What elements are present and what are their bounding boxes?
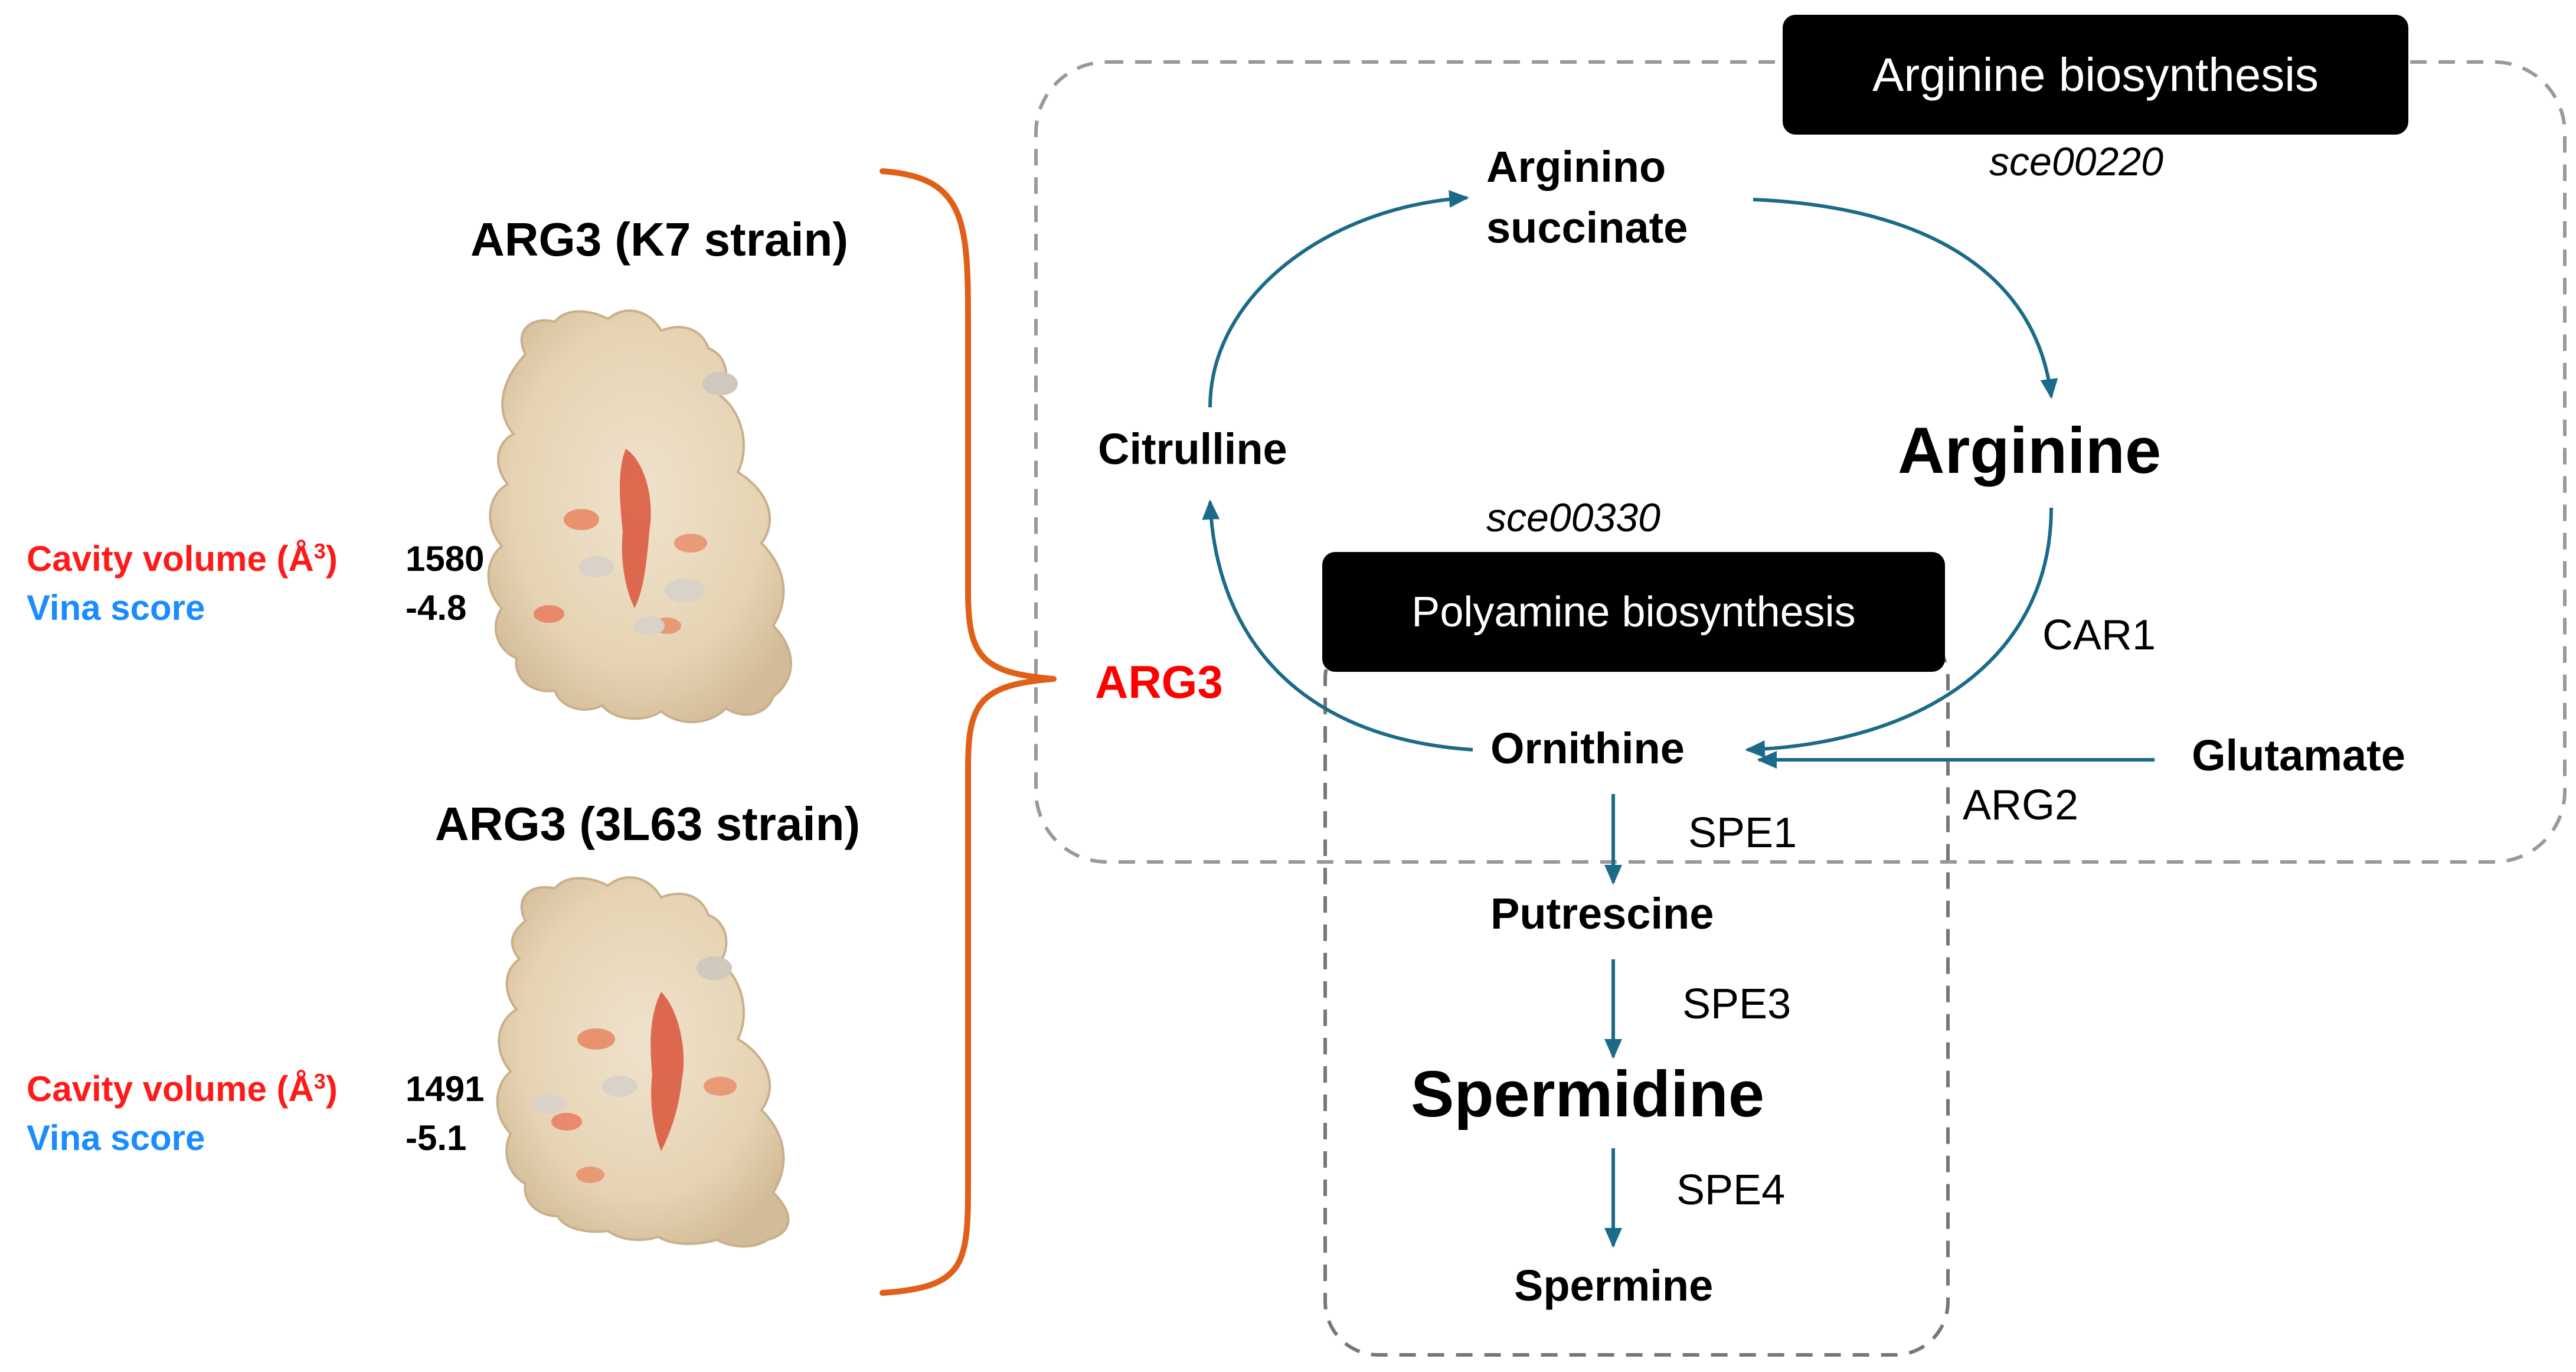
polyamine-biosynthesis-badge: Polyamine biosynthesis — [1322, 552, 1945, 672]
vina-score-value-3l63: -5.1 — [406, 1118, 467, 1158]
arrow-arginine-to-ornithine — [1745, 507, 2053, 758]
metabolite-glutamate: Glutamate — [2192, 731, 2405, 780]
enzyme-arg3: ARG3 — [1095, 656, 1223, 708]
arginine-pathway-code: sce00220 — [1989, 139, 2163, 184]
enzyme-spe1: SPE1 — [1688, 809, 1797, 857]
brace — [880, 168, 1057, 1296]
metabolite-arginine: Arginine — [1898, 414, 2162, 487]
metabolite-spermidine: Spermidine — [1411, 1058, 1765, 1131]
arrow-citrulline-to-argininosuccinate — [1208, 190, 1469, 408]
enzyme-car1: CAR1 — [2042, 612, 2156, 659]
polyamine-pathway-code: sce00330 — [1486, 495, 1660, 540]
enzyme-arg2: ARG2 — [1963, 782, 2079, 829]
metabolite-argininosuccinate-line1: Arginino — [1486, 142, 1666, 191]
vina-score-label-3l63: Vina score — [27, 1118, 205, 1158]
metabolite-ornithine: Ornithine — [1490, 724, 1685, 773]
metabolite-putrescine: Putrescine — [1490, 889, 1714, 938]
metabolite-argininosuccinate-line2: succinate — [1486, 203, 1688, 252]
cavity-volume-label-k7: Cavity volume (Å3) — [27, 539, 338, 579]
cavity-volume-value-3l63: 1491 — [406, 1069, 485, 1109]
arginine-biosynthesis-badge: Arginine biosynthesis — [1783, 15, 2408, 135]
cavity-volume-label-3l63: Cavity volume (Å3) — [27, 1069, 338, 1109]
protein-structure-k7 — [487, 309, 792, 724]
structure-title-k7: ARG3 (K7 strain) — [470, 213, 849, 266]
structure-title-3l63: ARG3 (3L63 strain) — [434, 798, 861, 850]
metabolite-citrulline: Citrulline — [1098, 424, 1287, 473]
cavity-volume-value-k7: 1580 — [406, 539, 485, 579]
vina-score-label-k7: Vina score — [27, 588, 205, 628]
metabolite-spermine: Spermine — [1514, 1261, 1714, 1310]
protein-structure-3l63 — [496, 876, 790, 1248]
vina-score-value-k7: -4.8 — [406, 588, 467, 628]
arrow-ornithine-to-citrulline — [1202, 499, 1473, 752]
enzyme-spe3: SPE3 — [1682, 981, 1792, 1028]
arrow-argininosuccinate-to-arginine — [1753, 198, 2058, 399]
enzyme-spe4: SPE4 — [1676, 1167, 1786, 1214]
